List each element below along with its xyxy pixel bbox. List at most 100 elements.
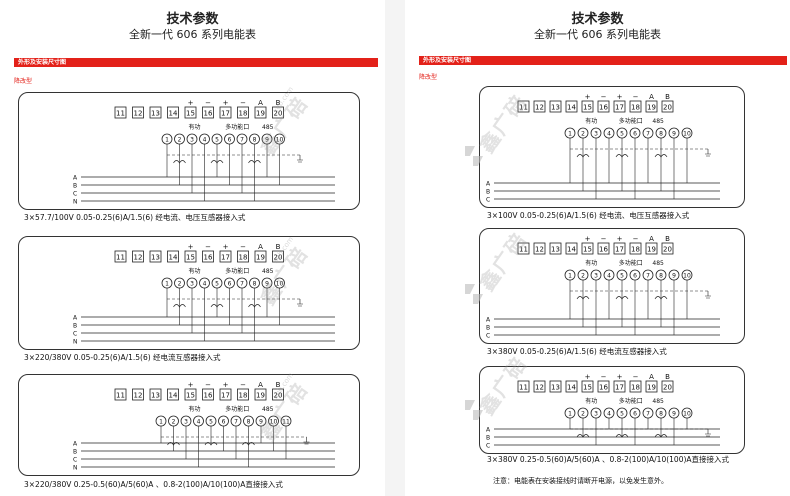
terminal-bottom-label: 10	[683, 131, 691, 138]
terminal-top-label: 16	[204, 254, 213, 262]
terminal-group-label: 485	[262, 406, 274, 413]
terminal-top-label: 18	[239, 110, 248, 118]
terminal-top-label: 19	[256, 110, 265, 118]
terminal-bottom-label: 7	[240, 137, 244, 144]
terminal-sign: +	[223, 99, 229, 107]
terminal-bottom-label: 5	[620, 131, 624, 138]
coil-icon	[576, 296, 590, 300]
terminal-bottom-label: 2	[178, 281, 182, 288]
terminal-top	[581, 100, 594, 113]
terminal-bottom-label: 6	[228, 281, 232, 288]
terminal-top-label: 17	[615, 104, 624, 112]
terminal-sign: B	[276, 99, 281, 107]
terminal-bottom-label: 3	[190, 137, 194, 144]
terminal-top	[132, 388, 144, 401]
diagram-caption: 3×380V 0.25-0.5(60)A/5(60)A 、0.8-2(100)A…	[487, 455, 730, 464]
terminal-top	[237, 250, 249, 263]
terminal-top-label: 16	[599, 246, 608, 254]
terminal-top	[132, 106, 144, 119]
coil-icon	[615, 154, 629, 158]
terminal-top	[645, 242, 658, 255]
terminal-top	[202, 106, 214, 119]
terminal-bottom-label: 7	[240, 281, 244, 288]
page-subtitle: 全新一代 606 系列电能表	[534, 28, 661, 41]
phase-label: B	[73, 449, 77, 456]
coil-icon	[615, 296, 629, 300]
terminal-top	[613, 100, 626, 113]
terminal-sign: B	[276, 381, 281, 389]
terminal-top	[549, 380, 562, 393]
terminal-top-label: 11	[519, 104, 528, 112]
terminal-top-label: 15	[186, 254, 195, 262]
terminal-bottom-label: 2	[172, 419, 176, 426]
terminal-bottom-label: 10	[276, 281, 284, 288]
terminal-top	[533, 380, 546, 393]
terminal-sign: −	[240, 381, 246, 389]
terminal-bottom-label: 1	[568, 131, 572, 138]
terminal-bottom-label: 10	[270, 419, 278, 426]
terminal-top	[167, 388, 179, 401]
terminal-bottom-label: 7	[646, 273, 650, 280]
terminal-top-label: 13	[551, 246, 560, 254]
terminal-sign: +	[585, 235, 591, 243]
terminal-bottom-label: 1	[568, 273, 572, 280]
terminal-bottom-label: 5	[620, 411, 624, 418]
terminal-top-label: 19	[256, 254, 265, 262]
coil-icon	[204, 442, 218, 446]
terminal-bottom-label: 8	[253, 137, 257, 144]
terminal-bottom-label: 2	[178, 137, 182, 144]
watermark-logo-icon	[465, 146, 483, 166]
phase-label: C	[486, 443, 490, 450]
terminal-top	[202, 250, 214, 263]
terminal-top-label: 20	[663, 384, 672, 392]
terminal-top-label: 11	[519, 246, 528, 254]
terminal-top	[254, 250, 267, 263]
page-gutter	[385, 0, 405, 496]
terminal-sign: −	[240, 99, 246, 107]
phase-label: A	[73, 315, 78, 322]
terminal-sign: +	[617, 235, 623, 243]
terminal-top-label: 20	[274, 254, 283, 262]
terminal-top	[272, 106, 284, 119]
terminal-top-label: 15	[186, 110, 195, 118]
terminal-group-label: 多功能口	[225, 123, 249, 131]
terminal-group-label: 有功	[585, 259, 597, 267]
terminal-top-label: 12	[535, 384, 544, 392]
terminal-group-label: 多功能口	[619, 259, 643, 267]
terminal-top	[184, 250, 197, 263]
terminal-bottom-label: 5	[620, 273, 624, 280]
terminal-top-label: 19	[647, 246, 656, 254]
terminal-top	[565, 380, 578, 393]
safety-note: 注意：电能表在安装接线时请断开电源，以免发生意外。	[493, 477, 668, 485]
terminal-sign: −	[601, 373, 607, 381]
terminal-top-label: 11	[116, 254, 125, 262]
terminal-top	[254, 106, 267, 119]
terminal-sign: +	[188, 381, 194, 389]
coil-icon	[615, 434, 629, 438]
terminal-sign: A	[258, 99, 263, 107]
terminal-group-label: 485	[652, 118, 664, 125]
phase-label: C	[73, 457, 77, 464]
terminal-top-label: 14	[567, 246, 576, 254]
terminal-top	[597, 380, 610, 393]
terminal-sign: −	[601, 235, 607, 243]
terminal-top	[114, 250, 127, 263]
terminal-sign: −	[633, 373, 639, 381]
terminal-top	[517, 100, 530, 113]
terminal-bottom-label: 10	[276, 137, 284, 144]
terminal-top	[533, 100, 546, 113]
terminal-top	[219, 388, 232, 401]
terminal-bottom-label: 10	[683, 411, 691, 418]
terminal-top-label: 13	[151, 392, 160, 400]
terminal-top-label: 15	[186, 392, 195, 400]
terminal-bottom-label: 2	[581, 273, 585, 280]
terminal-sign: A	[649, 373, 654, 381]
ground-icon	[705, 149, 711, 157]
page-subtitle: 全新一代 606 系列电能表	[129, 28, 256, 41]
terminal-top	[149, 106, 162, 119]
